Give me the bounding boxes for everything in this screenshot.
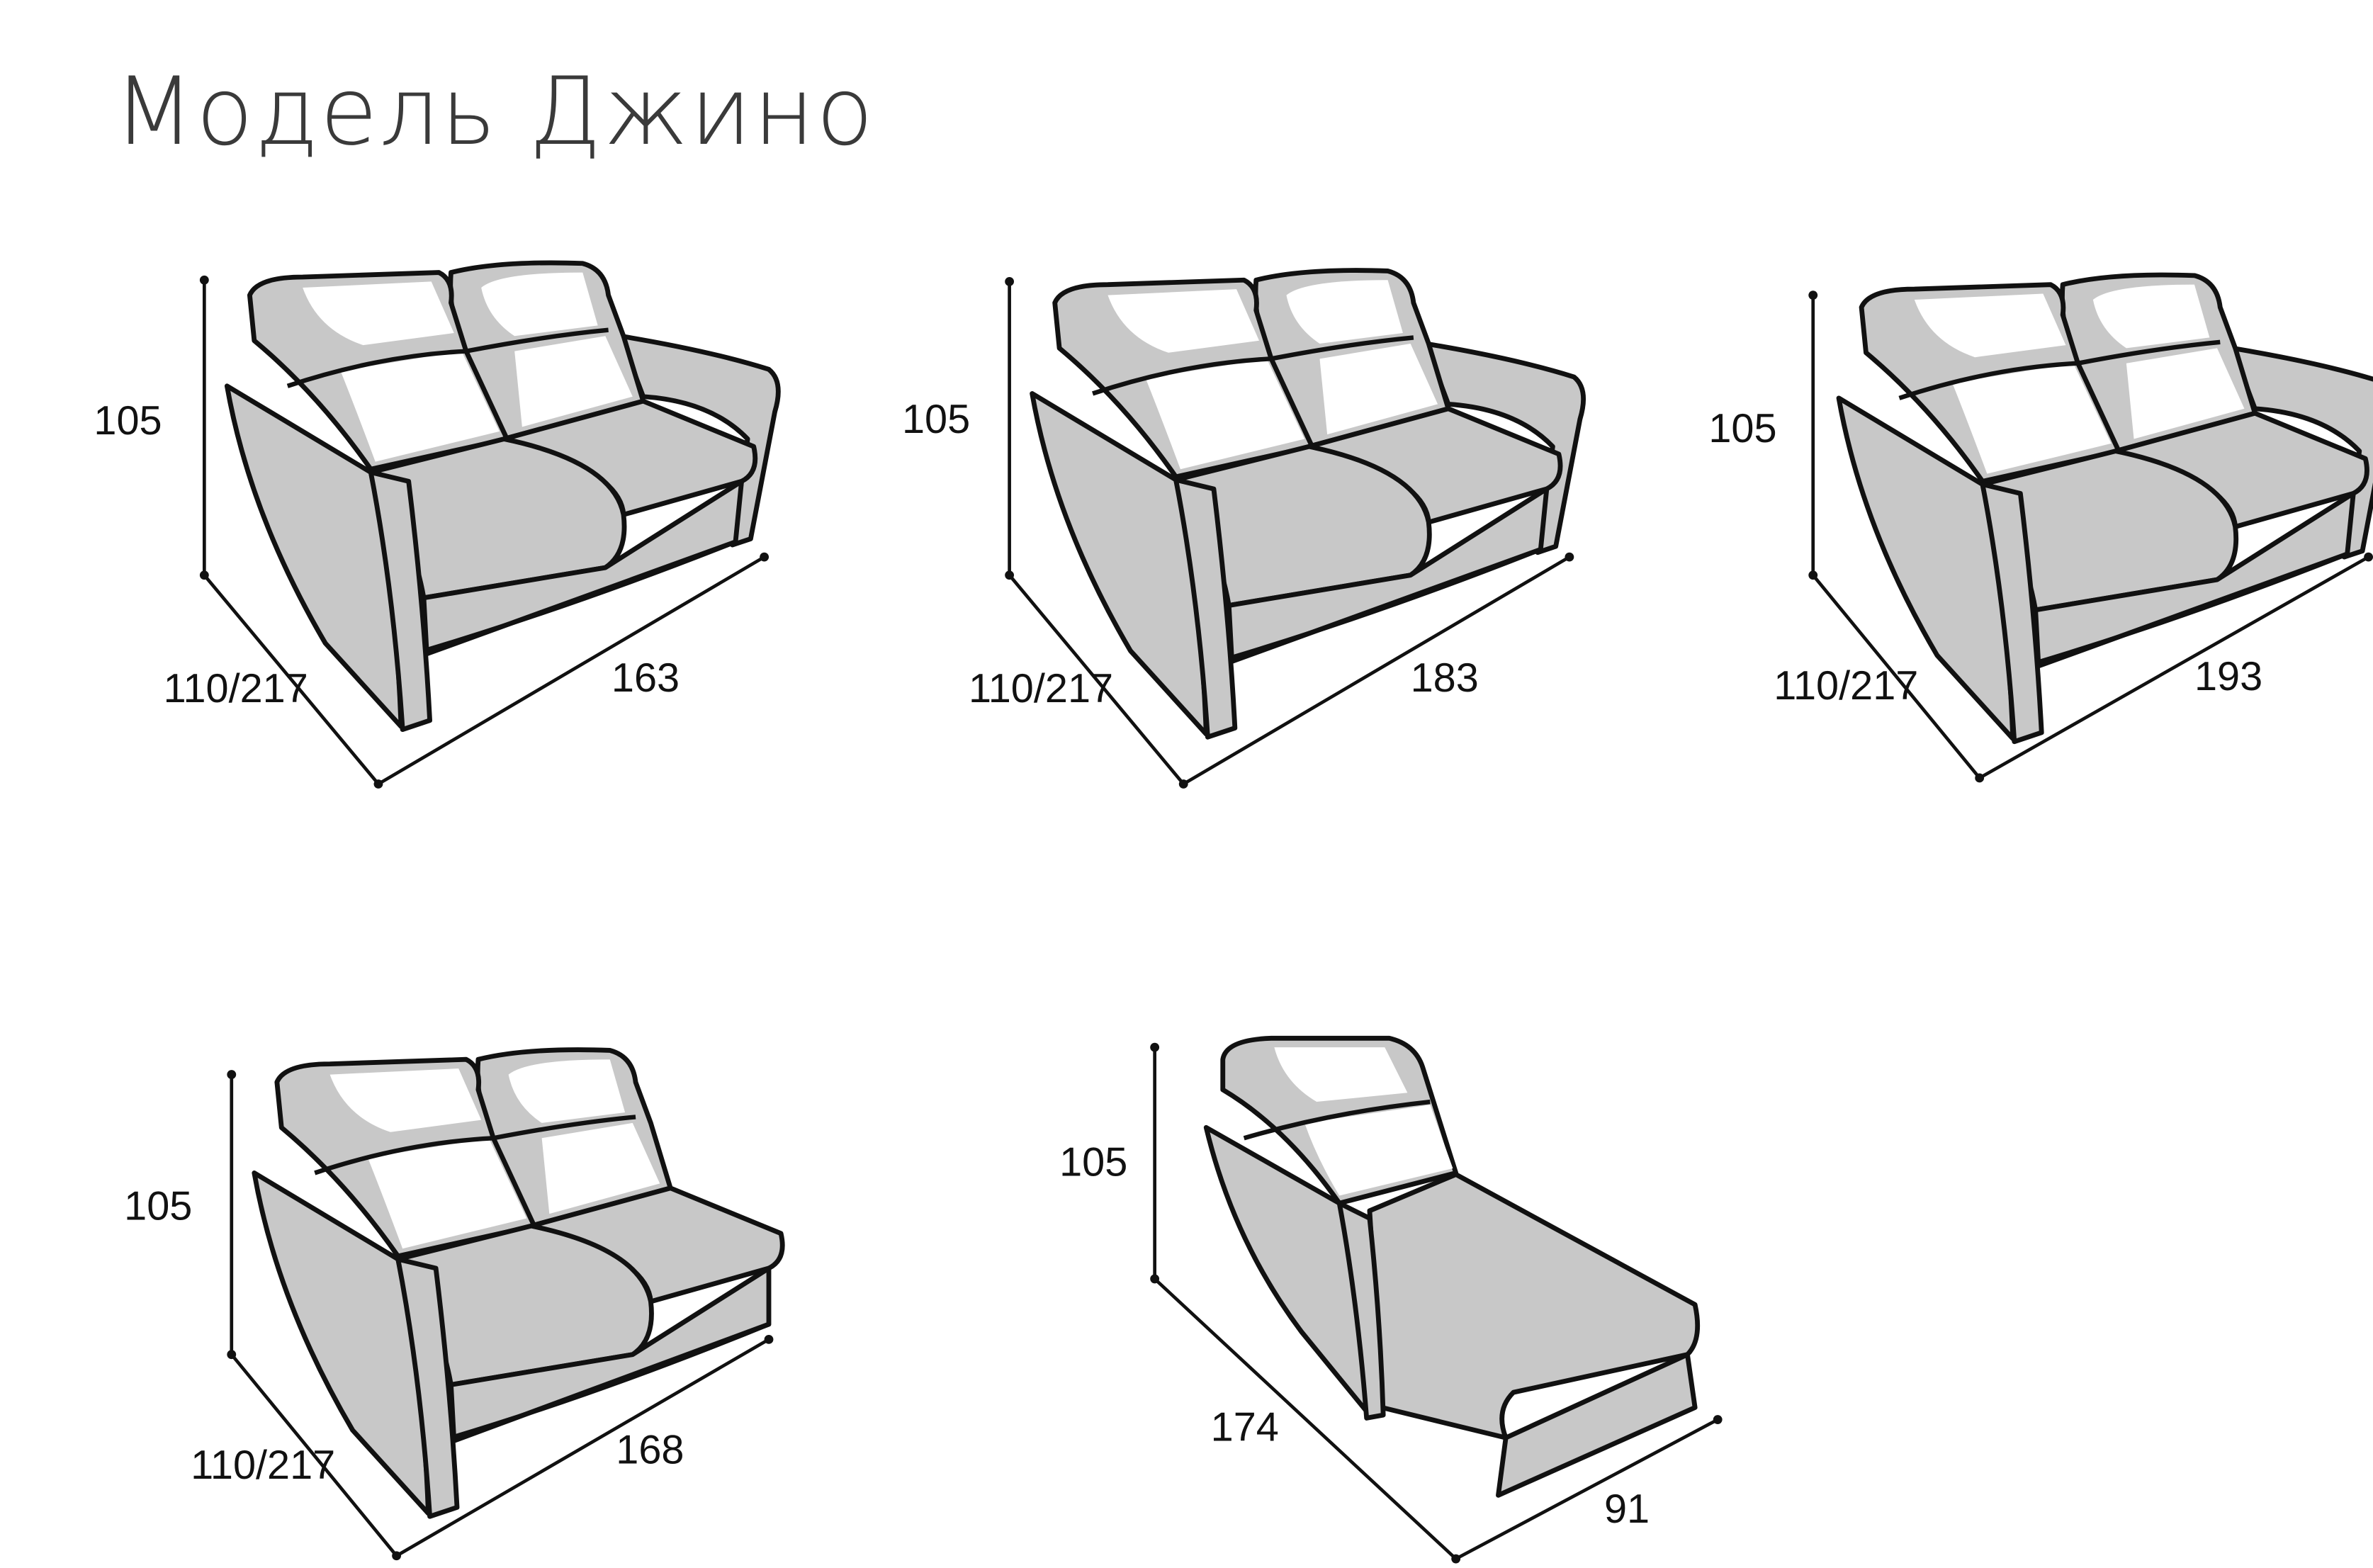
depth-label: 174	[1211, 1404, 1279, 1450]
sofa-drawing	[1839, 275, 2373, 742]
dimension-lines	[1811, 295, 2369, 780]
height-label: 105	[1059, 1140, 1127, 1185]
height-label: 105	[902, 397, 970, 442]
height-label: 105	[94, 398, 162, 444]
model-sofa-193: 105 110/217 193	[1708, 275, 2373, 783]
sofa-drawing	[227, 263, 778, 730]
dimension-lines	[1008, 281, 1571, 786]
width-label: 168	[616, 1427, 684, 1472]
model-chaise-91: 105 174 91	[1059, 1035, 1723, 1564]
depth-label: 110/217	[164, 666, 308, 711]
width-label: 183	[1411, 655, 1479, 701]
width-label: 163	[611, 655, 680, 701]
sofa-drawing	[1032, 271, 1584, 738]
dimension-lines	[202, 280, 765, 786]
dimension-lines	[230, 1074, 770, 1558]
height-label: 105	[1708, 406, 1776, 451]
height-label: 105	[124, 1184, 192, 1229]
width-label: 91	[1604, 1487, 1650, 1532]
dimension-lines	[1153, 1047, 1719, 1561]
depth-label: 110/217	[969, 666, 1113, 711]
model-sofa-one-arm-168: 105 110/217 168	[124, 1050, 782, 1561]
page-title: Модель Джино	[113, 57, 875, 167]
depth-label: 110/217	[1774, 663, 1918, 709]
model-sofa-163: 105 110/217 163	[94, 263, 778, 789]
depth-label: 110/217	[191, 1443, 335, 1488]
width-label: 193	[2194, 654, 2262, 699]
chaise-drawing	[1203, 1035, 1701, 1498]
model-sofa-183: 105 110/217 183	[902, 271, 1584, 789]
